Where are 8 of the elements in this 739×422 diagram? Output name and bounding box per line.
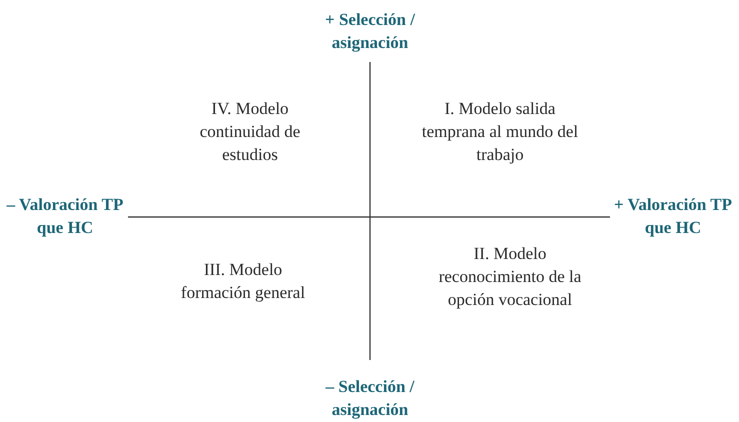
quadrant-label: IV. Modelo continuidad de estudios: [198, 98, 302, 166]
axis-label: + Selección / asignación: [324, 9, 416, 54]
axis-label: – Selección / asignación: [324, 376, 416, 421]
quadrant-label: II. Modelo reconocimiento de la opción vocacional: [438, 243, 582, 311]
axis-label: + Valoración TP que HC: [612, 194, 733, 239]
axis-label: – Valoración TP que HC: [6, 194, 124, 239]
quadrant-label: I. Modelo salida temprana al mundo del trabajo: [420, 98, 580, 166]
quadrant-label: III. Modelo formación general: [180, 259, 306, 304]
